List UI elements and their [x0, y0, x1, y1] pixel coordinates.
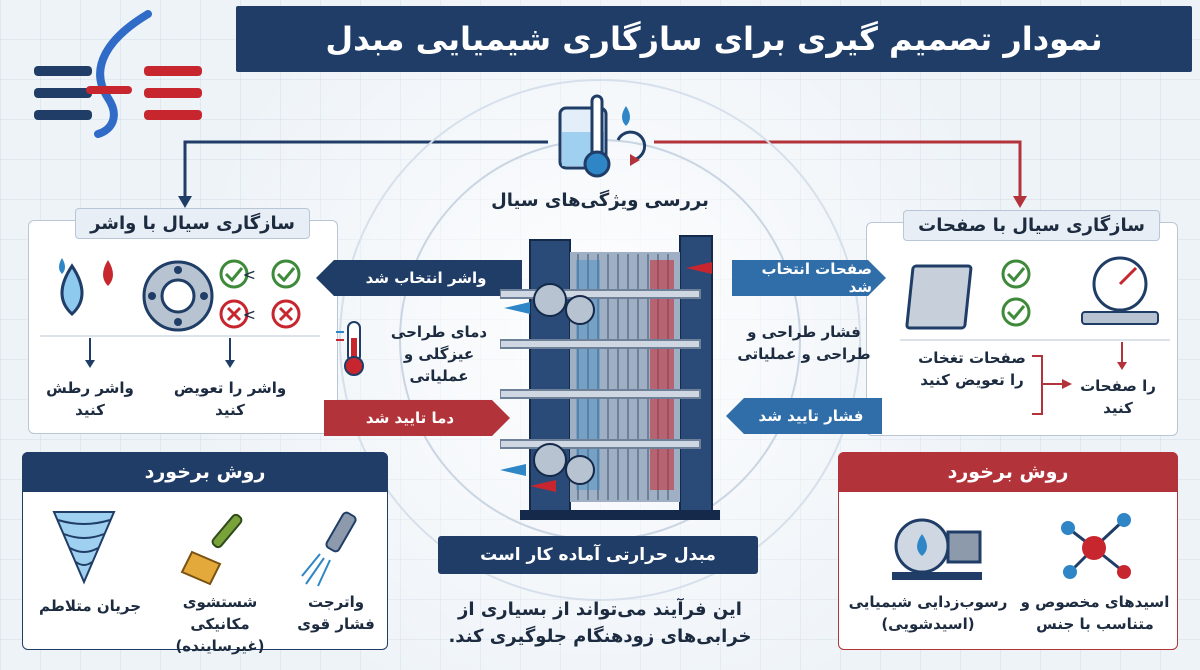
plates-selected-label: صفحات انتخاب شد	[761, 260, 872, 296]
svg-text:>: >	[243, 305, 256, 324]
page-title: نمودار تصمیم گیری برای سازگاری شیمیایی م…	[236, 6, 1192, 72]
gasket-selected-label: واشر انتخاب شد	[365, 269, 487, 287]
temperature-label: دمای طراحی عیزگلی و عملیاتی	[390, 323, 488, 385]
company-logo	[34, 10, 202, 138]
gasket-panel-title: سازگاری سیال با واشر	[75, 208, 310, 239]
right-method-item-2: اسیدهای مخصوص و متناسب با جنس	[1020, 593, 1170, 633]
fluid-drops-icon	[59, 258, 113, 317]
plate-result-other: را صفحات کنید	[1080, 377, 1156, 417]
exchanger-ready-banner: مبدل حرارتی آماده کار است	[438, 536, 758, 574]
left-method-item-1: واترجت فشار قوی	[297, 593, 375, 633]
pressure-confirmed-arrow-shape	[726, 398, 882, 434]
pressure-gauge-icon	[1081, 256, 1159, 325]
right-method-title: روش برخورد	[838, 452, 1178, 492]
temp-confirmed-label: دما تایید شد	[365, 409, 455, 427]
fluid-analysis-icon	[558, 94, 647, 178]
plates-selected-arrow-shape	[732, 260, 886, 296]
svg-text:>: >	[243, 265, 256, 284]
gasket-selected-arrow-shape	[316, 260, 522, 296]
water-jet-icon	[301, 511, 357, 587]
conclusion-text: این فرآیند می‌تواند از بسیاری از خرابی‌ه…	[448, 599, 752, 647]
left-method-item-3: جریان متلاطم	[38, 597, 142, 615]
left-panel-arrows	[40, 335, 320, 368]
left-method-title: روش برخورد	[22, 452, 388, 492]
thermometer-icon	[336, 321, 364, 376]
turbulent-flow-icon	[52, 511, 116, 585]
plates-check-icon	[905, 259, 1031, 330]
temp-confirmed-arrow-shape	[324, 400, 510, 436]
right-panel-arrows	[900, 339, 1170, 415]
left-method-item-2: شستشوی مکانیکی (غیرساینده)	[175, 593, 265, 655]
pump-icon	[892, 518, 982, 580]
plate-heat-exchanger-image	[500, 235, 720, 520]
pressure-confirmed-label: فشار تایید شد	[758, 407, 864, 425]
gasket-result-clean: واشر رطش کنید	[46, 379, 134, 419]
fluid-check-label: بررسی ویژگی‌های سیال	[491, 190, 709, 211]
brush-icon	[180, 513, 243, 586]
plate-result-replace: صفحات تغخات را تعویض کنید	[918, 349, 1026, 389]
pressure-label: فشار طراحی و طراحی و عملیاتی	[737, 323, 871, 363]
gasket-ring-icon	[142, 260, 214, 332]
plate-panel-title: سازگاری سیال با صفحات	[903, 210, 1160, 241]
check-compare-icon: > >	[219, 259, 301, 329]
right-method-item-1: رسوب‌زدایی شیمیایی (اسیدشویی)	[848, 593, 1008, 633]
molecule-icon	[1061, 513, 1131, 579]
gasket-result-replace: واشر را تعویض کنید	[173, 379, 287, 419]
